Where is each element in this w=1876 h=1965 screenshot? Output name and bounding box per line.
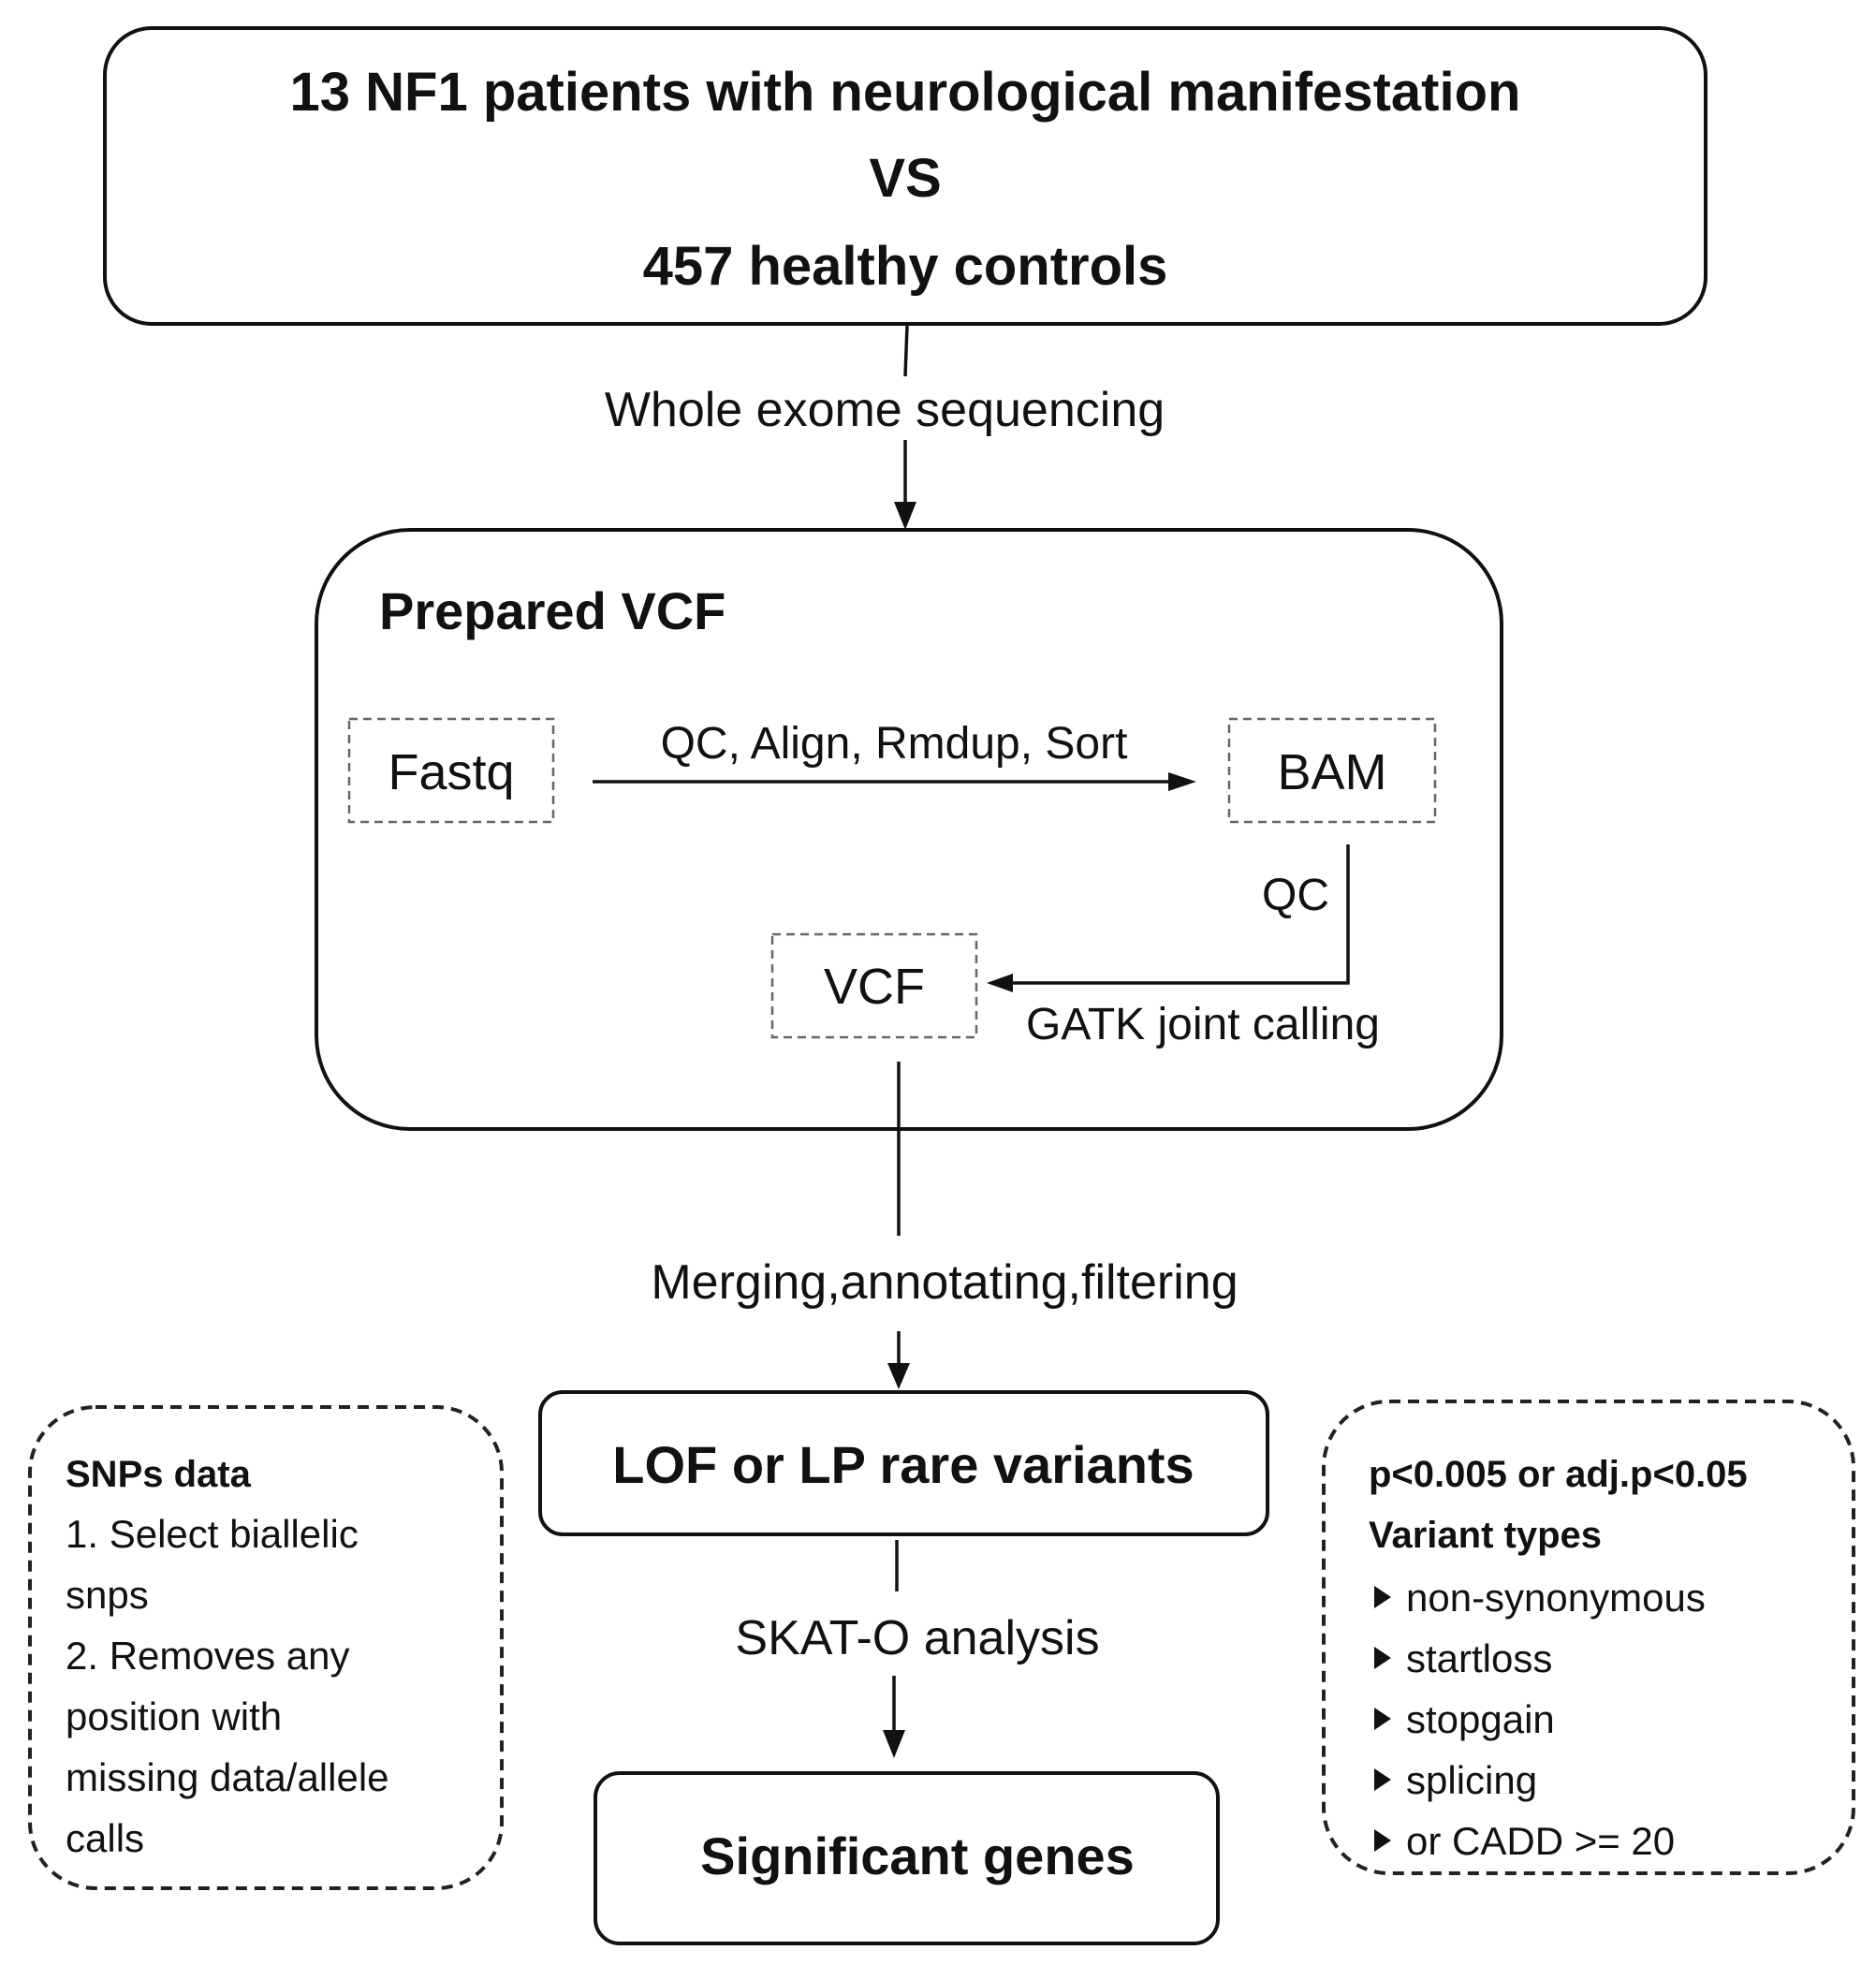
criteria-threshold: p<0.005 or adj.p<0.05 — [1369, 1454, 1748, 1495]
criteria-item: startloss — [1406, 1636, 1552, 1680]
joint-calling-label: GATK joint calling — [1026, 1000, 1380, 1049]
skat-label: SKAT-O analysis — [735, 1611, 1099, 1665]
variants-box-frame — [538, 1390, 1269, 1536]
variants-label: LOF or LP rare variants — [612, 1435, 1194, 1494]
criteria-item: or CADD >= 20 — [1406, 1819, 1675, 1863]
bam-qc-label: QC — [1262, 871, 1329, 920]
criteria-item: non-synonymous — [1406, 1576, 1706, 1620]
snps-panel-title: SNPs data — [66, 1454, 252, 1495]
snps-panel-line: 2. Removes any — [66, 1634, 349, 1678]
prepared-vcf-title: Prepared VCF — [379, 581, 725, 640]
merging-label: Merging,annotating,filtering — [651, 1255, 1238, 1310]
fastq-node — [347, 717, 555, 824]
bam-label: BAM — [1277, 744, 1386, 800]
snps-panel-line: snps — [66, 1573, 149, 1617]
bam-node — [1227, 717, 1437, 824]
variants-box: LOF or LP rare variants — [538, 1390, 1269, 1536]
bullet-triangle-icon — [1374, 1586, 1391, 1608]
criteria-panel: p<0.005 or adj.p<0.05 Variant types non-… — [1322, 1400, 1855, 1875]
merging-arrowhead — [887, 1363, 910, 1389]
criteria-panel-frame — [1322, 1400, 1855, 1875]
vcf-node — [770, 932, 978, 1039]
criteria-item: stopgain — [1406, 1697, 1555, 1741]
cohort-controls-text: 457 healthy controls — [643, 236, 1168, 297]
skat-arrowhead — [883, 1730, 905, 1758]
prepared-vcf-frame — [315, 528, 1503, 1131]
bam-to-vcf-arrowhead — [987, 974, 1013, 992]
skat-connector — [883, 1540, 905, 1758]
snps-panel-line: position with — [66, 1694, 282, 1738]
fastq-label: Fastq — [388, 744, 514, 800]
snps-panel: SNPs data 1. Select biallelic snps 2. Re… — [28, 1405, 504, 1890]
sequencing-arrowhead — [894, 502, 916, 530]
sequencing-line-top — [903, 325, 909, 377]
bullet-triangle-icon — [1374, 1829, 1391, 1852]
criteria-item: splicing — [1406, 1758, 1537, 1802]
vcf-label: VCF — [824, 959, 925, 1015]
cohort-patients-text: 13 NF1 patients with neurological manife… — [290, 62, 1521, 123]
snps-panel-line: missing data/allele — [66, 1755, 389, 1799]
bam-to-vcf-line — [1011, 844, 1350, 985]
prepared-vcf-box: Prepared VCF Fastq BAM VCF QC, Align, Rm… — [315, 528, 1503, 1131]
cohort-box-frame — [103, 26, 1707, 326]
sequencing-label: Whole exome sequencing — [605, 383, 1165, 437]
criteria-panel-title: Variant types — [1369, 1515, 1602, 1556]
result-box-frame — [594, 1771, 1220, 1945]
sequencing-connector — [894, 325, 916, 530]
snps-panel-line: calls — [66, 1816, 144, 1860]
bullet-triangle-icon — [1374, 1708, 1391, 1730]
result-label: Significant genes — [700, 1826, 1135, 1885]
fastq-to-bam-label: QC, Align, Rmdup, Sort — [661, 719, 1128, 769]
fastq-to-bam-arrowhead — [1168, 772, 1196, 791]
cohort-box: 13 NF1 patients with neurological manife… — [103, 26, 1707, 326]
result-box: Significant genes — [594, 1771, 1220, 1945]
bullet-triangle-icon — [1374, 1768, 1391, 1791]
merging-connector — [887, 1062, 910, 1389]
snps-panel-line: 1. Select biallelic — [66, 1512, 359, 1556]
cohort-vs-text: VS — [869, 148, 941, 209]
snps-panel-frame — [28, 1405, 504, 1890]
bullet-triangle-icon — [1374, 1647, 1391, 1669]
